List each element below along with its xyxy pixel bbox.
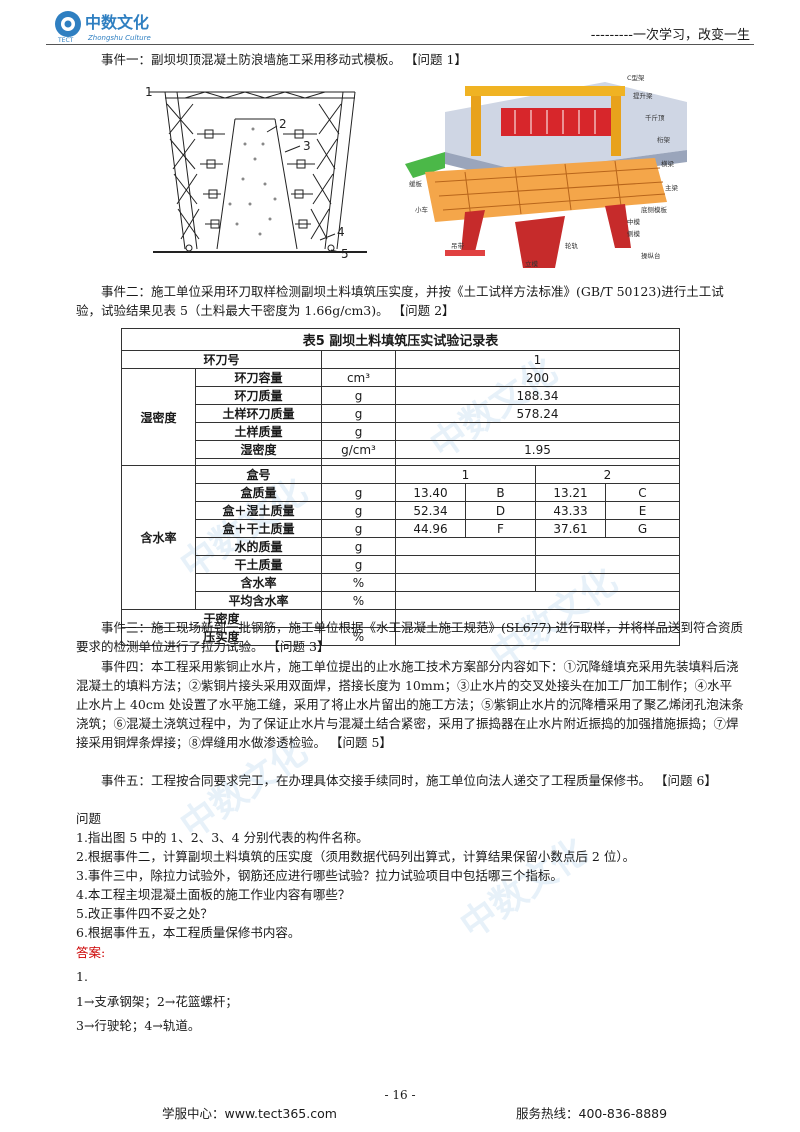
formwork-machine-illustration: C型架 提升梁 千斤顶 桁架 横梁 主梁 缓板 小车 底侧模板 中模 侧模 轮轨…	[405, 72, 687, 268]
question-4: 4.本工程主坝混凝土面板的施工作业内容有哪些？	[76, 887, 351, 902]
logo-mark: TECT	[57, 37, 74, 44]
machine-label: 吊带	[451, 242, 465, 250]
machine-label: 轮轨	[565, 241, 579, 250]
machine-label: 横梁	[661, 159, 675, 168]
table-title: 表5 副坝土料填筑压实试验记录表	[121, 328, 680, 350]
question-6: 6.根据事件五，本工程质量保修书内容。	[76, 925, 301, 940]
logo: 中数文化 Zhongshu Culture TECT	[52, 8, 172, 44]
machine-label: 主梁	[665, 183, 679, 192]
machine-label: 中模	[627, 217, 641, 226]
question-3: 3.事件三中，除拉力试验外，钢筋还应进行哪些试验？拉力试验项目中包括哪三个指标。	[76, 868, 563, 883]
header-divider	[46, 44, 754, 45]
diagram-label-1: 1	[145, 85, 153, 99]
logo-subtitle: Zhongshu Culture	[87, 34, 151, 42]
event-5: 事件五：工程按合同要求完工，在办理具体交接手续同时，施工单位向法人递交了工程质量…	[101, 773, 717, 788]
machine-label: C型架	[627, 73, 645, 82]
table-row: 压实度%	[121, 627, 680, 646]
event-4: 事件四：本工程采用紫铜止水片，施工单位提出的止水施工技术方案部分内容如下：①沉降…	[76, 659, 744, 750]
footer-website: 学服中心：www.tect365.com	[162, 1106, 337, 1121]
machine-label: 提升梁	[633, 91, 653, 100]
question-1: 1.指出图 5 中的 1、2、3、4 分别代表的构件名称。	[76, 830, 369, 845]
logo-text: 中数文化	[85, 13, 149, 32]
machine-label: 千斤顶	[645, 113, 665, 122]
diagram-label-3: 3	[303, 139, 311, 153]
diagram-label-2: 2	[279, 117, 287, 131]
event-1: 事件一：副坝坝顶混凝土防浪墙施工采用移动式模板。 【问题 1】	[101, 52, 467, 67]
machine-label: 操纵台	[641, 251, 661, 260]
question-5: 5.改正事件四不妥之处？	[76, 906, 213, 921]
machine-label: 底侧模板	[641, 205, 668, 214]
header-slogan: ---------一次学习，改变一生	[590, 28, 750, 43]
answer-line-1: 1→支承钢架；2→花篮螺杆；	[76, 994, 238, 1009]
machine-label: 小车	[415, 205, 429, 214]
questions-heading: 问题	[76, 811, 102, 826]
watermark: 中数文化	[453, 830, 595, 947]
table-row: 平均含水率%	[122, 591, 680, 610]
diagram-label-4: 4	[337, 225, 345, 239]
question-2: 2.根据事件二，计算副坝土料填筑的压实度（须用数据代码列出算式，计算结果保留小数…	[76, 849, 636, 864]
answer-line-2: 3→行驶轮；4→轨道。	[76, 1018, 201, 1033]
machine-label: 侧模	[627, 229, 641, 238]
answer-number: 1.	[76, 969, 88, 984]
table-row	[122, 458, 680, 466]
machine-label: 立模	[525, 259, 539, 268]
formwork-diagram: 1 2 3 4 5	[145, 84, 373, 266]
event-2: 事件二：施工单位采用环刀取样检测副坝土料填筑压实度，并按《土工试样方法标准》(G…	[76, 284, 724, 318]
event-3: 事件三：施工现场新到一批钢筋，施工单位根据《水工混凝土施工规范》(SL677) …	[76, 620, 743, 654]
machine-label: 桁架	[657, 135, 671, 144]
table-row: 环刀号 1	[121, 350, 680, 369]
page-number: - 16 -	[384, 1088, 416, 1102]
answers-heading: 答案:	[76, 945, 106, 960]
footer-hotline: 服务热线：400-836-8889	[516, 1106, 668, 1121]
table-row: 含水率%	[122, 573, 680, 592]
diagram-label-5: 5	[341, 247, 349, 261]
machine-label: 缓板	[409, 179, 423, 188]
